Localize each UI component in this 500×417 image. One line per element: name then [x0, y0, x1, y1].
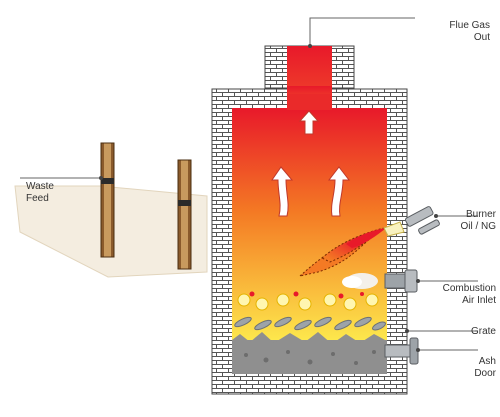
waste-feed-label-line2: Feed — [26, 193, 49, 204]
leader-dots — [99, 44, 438, 352]
ash-bed — [232, 332, 387, 374]
upward-arrow-icon — [298, 110, 320, 135]
combustion-air-label: Combustion Air Inlet — [420, 283, 496, 307]
combustion-air-label-line1: Combustion — [442, 283, 496, 294]
flue-gas-label-line1: Flue Gas — [449, 20, 490, 31]
waste-feed-label-line1: Waste — [26, 181, 54, 192]
ash-door-label-line1: Ash — [478, 356, 496, 367]
burning-waste — [237, 291, 379, 311]
feed-post-right — [177, 159, 192, 270]
grate-bars — [234, 316, 386, 331]
upward-arrow-icon — [327, 166, 351, 217]
leader-lines — [20, 17, 478, 351]
feed-post-left — [100, 142, 115, 258]
flue-gas-label: Flue Gas Out — [420, 20, 490, 44]
burner-nozzle — [383, 206, 440, 237]
ash-door-label: Ash Door — [420, 356, 496, 380]
combustion-air-label-line2: Air Inlet — [462, 295, 496, 306]
waste-feed-label: Waste Feed — [26, 181, 54, 205]
burner-label-line1: Burner — [465, 209, 496, 220]
ash-door-label-line2: Door — [474, 368, 496, 379]
burner-label: Burner Oil / NG — [420, 209, 496, 233]
grate-label: Grate — [470, 326, 496, 337]
burner-label-line2: Oil / NG — [460, 221, 496, 232]
upward-arrow-icon — [271, 166, 294, 217]
air-jet-icon — [342, 269, 418, 293]
flue-gas-label-line2: Out — [473, 32, 490, 43]
